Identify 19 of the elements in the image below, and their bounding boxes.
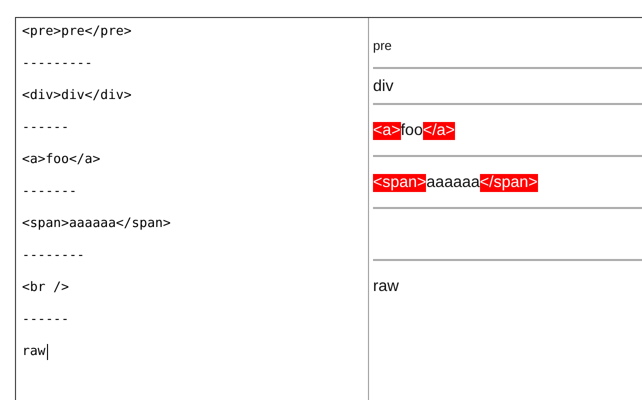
code-line: <pre>pre</pre>: [22, 24, 132, 40]
separator-text: ---------: [22, 56, 92, 72]
separator-text: -------: [22, 184, 77, 200]
code-line: <div>div</div>: [22, 88, 132, 104]
preview-text: aaaaaa: [426, 174, 480, 192]
preview-text: pre: [373, 37, 392, 55]
highlighted-tag: </a>: [422, 122, 455, 140]
highlighted-tag: </span>: [480, 174, 538, 192]
code-line: <br />: [22, 280, 69, 296]
preview-text: div: [373, 78, 394, 96]
code-line: <span>aaaaaa</span>: [22, 216, 171, 232]
highlighted-tag: <a>: [373, 122, 401, 140]
separator-text: ------: [22, 312, 69, 328]
highlighted-tag: <span>: [373, 174, 426, 192]
preview-text: raw: [373, 278, 399, 296]
code-line: <a>foo</a>: [22, 152, 100, 168]
code-line: raw: [22, 344, 46, 360]
separator-text: ------: [22, 120, 69, 136]
separator-text: --------: [22, 248, 85, 264]
